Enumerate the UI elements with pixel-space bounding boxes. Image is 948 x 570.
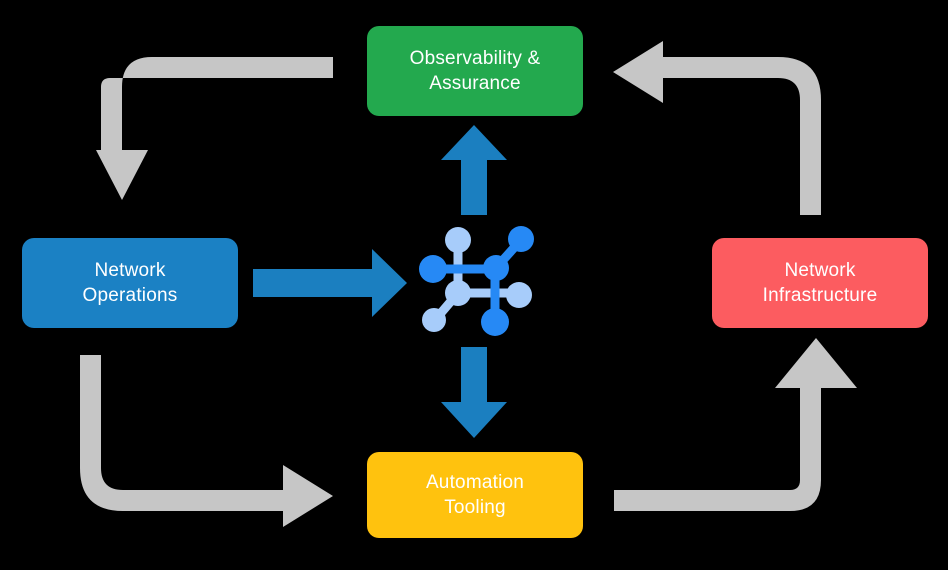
node-network-infrastructure[interactable]: Network Infrastructure [712,238,928,328]
connector-observability-to-network-operations [96,57,333,200]
network-mesh-icon-dark-nodes [419,226,534,336]
network-mesh-icon-dark-links [429,235,526,328]
connector-network-operations-to-center [253,249,407,317]
network-mesh-icon-light-links [430,236,519,325]
node-network-operations[interactable]: Network Operations [22,238,238,328]
node-automation-tooling[interactable]: Automation Tooling [367,452,583,538]
connector-network-infrastructure-to-observability [613,41,821,215]
connector-network-operations-to-automation-tooling [80,355,333,527]
node-observability-assurance[interactable]: Observability & Assurance [367,26,583,116]
connector-automation-tooling-to-network-infrastructure [614,338,857,511]
network-mesh-icon-light-nodes [422,227,532,332]
connector-center-to-observability [441,125,507,215]
connector-center-to-automation-tooling [441,347,507,438]
